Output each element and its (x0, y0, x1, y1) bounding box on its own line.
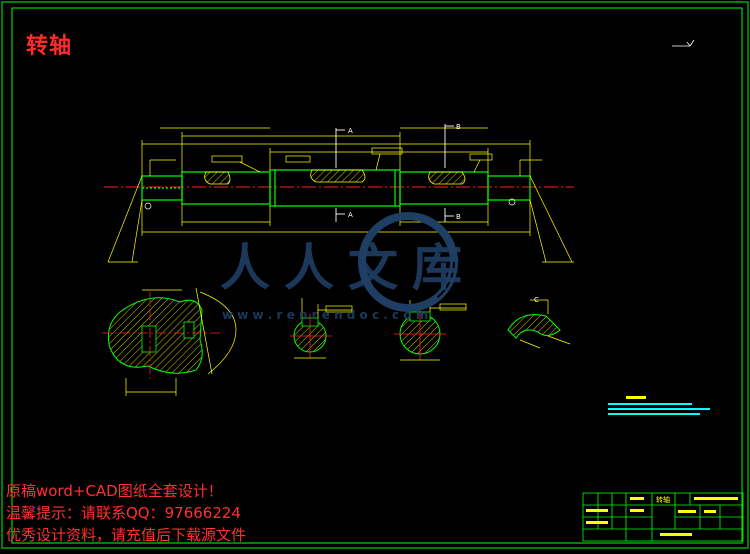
section-b-label-top: B (456, 123, 461, 131)
section-a-label-top: A (348, 127, 353, 135)
title-block (582, 492, 744, 542)
section-a-label-bottom: A (348, 211, 353, 219)
section-b-view (394, 300, 467, 361)
dimension-lines (107, 127, 574, 263)
title-block-fills (586, 497, 738, 536)
section-c-label: C (534, 296, 539, 304)
watermark-brand: 人人文库 (220, 239, 476, 297)
shaft-main-view: A B A B (104, 123, 574, 263)
keyways (204, 169, 466, 185)
center-hole-left (144, 202, 152, 210)
section-a-view (290, 298, 353, 359)
section-markers (335, 124, 454, 222)
drawing-title: 转轴 (26, 34, 73, 59)
roughness-symbol (672, 39, 695, 47)
section-c-view (507, 299, 571, 349)
center-hole-right (508, 198, 516, 206)
technical-notes (608, 396, 710, 415)
detail-view-left (102, 287, 237, 396)
section-b-label-bottom: B (456, 213, 461, 221)
watermark-url: w w w . r e n r e n d o c . c o m (222, 308, 429, 322)
watermark-logo (358, 212, 458, 312)
title-block-part-name: 转轴 (656, 495, 670, 504)
inner-frame (11, 7, 743, 544)
promo-line-1: 原稿word+CAD图纸全套设计！ (6, 482, 223, 500)
promo-line-2: 温馨提示：请联系QQ：97666224 (6, 504, 241, 522)
promo-line-3: 优秀设计资料，请充值后下载源文件 (6, 526, 247, 544)
